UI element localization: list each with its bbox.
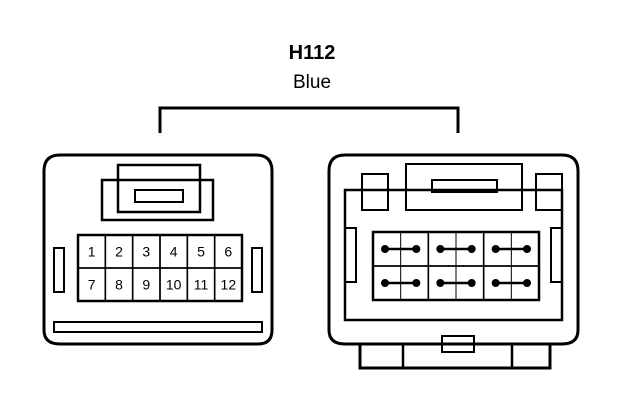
- bottom-skirt: [358, 344, 552, 370]
- notch-center: [405, 163, 523, 211]
- pin-dot: [381, 279, 389, 287]
- header-side-connector: [327, 153, 580, 370]
- center-slot: [431, 179, 498, 193]
- pin-dot: [491, 245, 500, 253]
- terminal-pin-cell: [213, 267, 243, 302]
- pin-number: 10: [166, 277, 182, 293]
- notch-right: [535, 173, 563, 211]
- notch-left: [361, 173, 389, 211]
- locking-tab-center: [441, 335, 475, 353]
- right-guide: [251, 247, 263, 293]
- header-right-guide: [550, 227, 563, 283]
- pin-dot: [381, 245, 389, 253]
- header-housing: [327, 153, 580, 346]
- pin-dot: [523, 279, 531, 287]
- pin-dot: [436, 245, 445, 253]
- pin-dot: [412, 279, 421, 287]
- connector-code: H112: [288, 42, 336, 64]
- pin-dot: [436, 279, 445, 287]
- pin-number: 1: [88, 244, 96, 260]
- left-guide: [53, 247, 65, 293]
- pin-dot: [467, 279, 476, 287]
- pin-number: 12: [221, 277, 237, 293]
- terminal-bottom-lip: [53, 321, 263, 333]
- pairing-bracket: [158, 106, 460, 133]
- pin-dot: [467, 245, 476, 253]
- pin-number: 6: [224, 244, 232, 260]
- pin-dot: [491, 279, 500, 287]
- pin-dot: [523, 245, 531, 253]
- connector-color: Blue: [292, 72, 332, 93]
- terminal-latch-frame: [100, 178, 215, 222]
- pin-number: 5: [197, 244, 205, 260]
- pin-number: 11: [194, 277, 209, 293]
- pin-number: 8: [115, 277, 123, 293]
- pin-number: 7: [88, 277, 96, 293]
- pin-number: 3: [142, 244, 150, 260]
- pin-number: 9: [142, 277, 150, 293]
- terminal-latch: [116, 163, 202, 214]
- terminal-housing: [42, 153, 274, 346]
- header-pin-cells: [372, 231, 540, 301]
- header-left-guide: [344, 227, 357, 283]
- terminal-latch-slot: [134, 189, 184, 203]
- pin-number: 2: [115, 244, 123, 260]
- pin-number: 4: [170, 244, 178, 260]
- locking-tab: [401, 342, 514, 370]
- pin-dot: [412, 245, 421, 253]
